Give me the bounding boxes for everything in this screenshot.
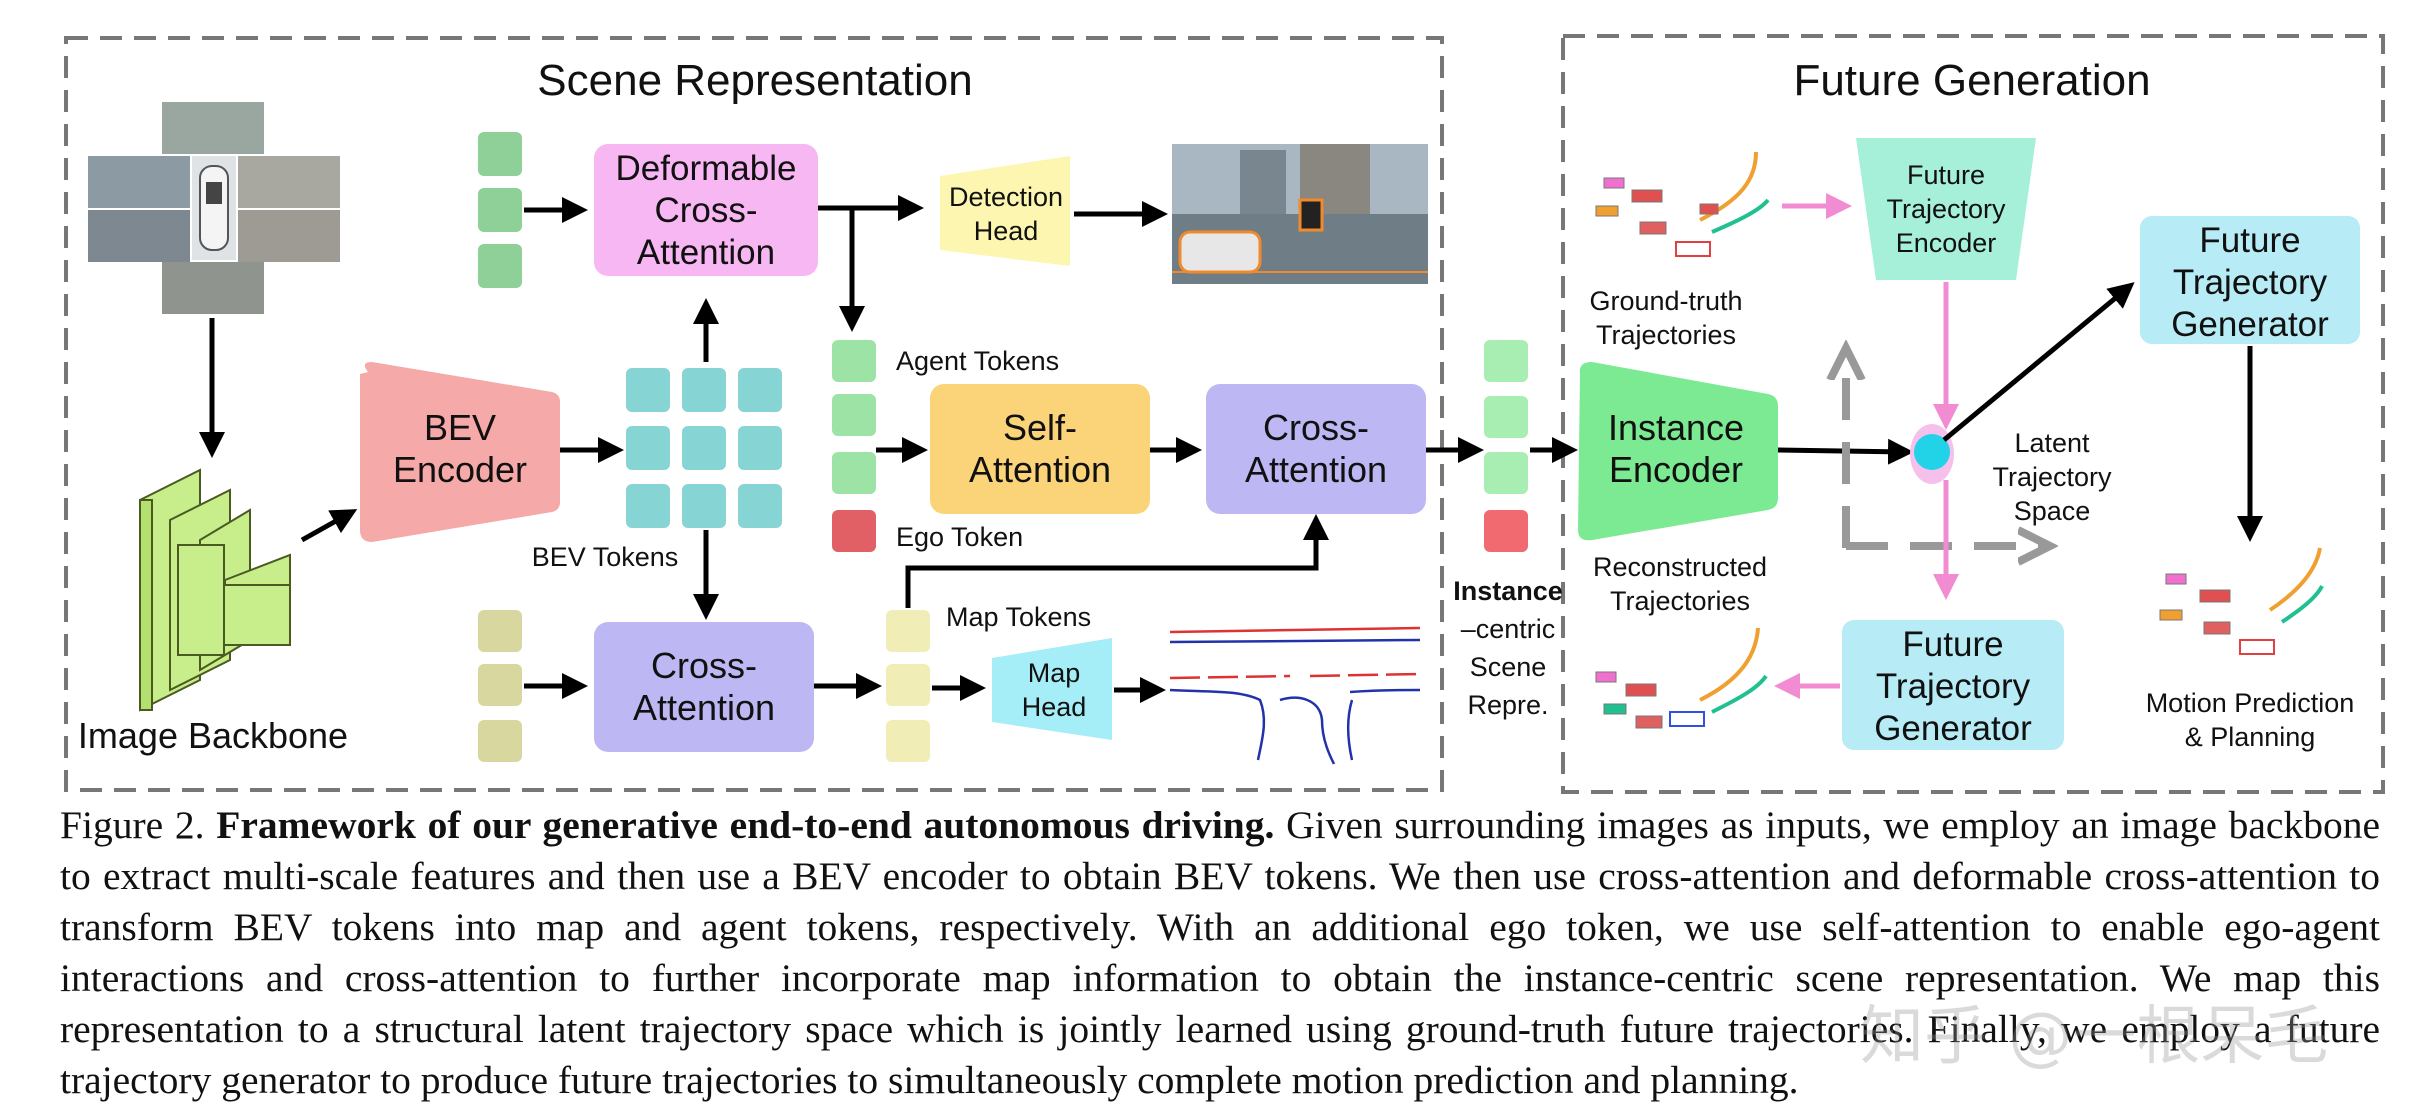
scene-panel-title: Scene Representation	[537, 56, 972, 105]
future-generation-panel	[1561, 34, 2385, 794]
map-query-tokens	[478, 610, 522, 762]
caption-prefix: Figure 2.	[60, 803, 217, 847]
agent-tokens-label: Agent Tokens	[896, 346, 1059, 376]
future-trajectory-generator-bottom-block	[1842, 620, 2064, 750]
cross-attention-map-block	[594, 622, 814, 752]
image-backbone-label: Image Backbone	[78, 715, 348, 756]
future-panel-title: Future Generation	[1793, 56, 2150, 105]
detection-head-block	[940, 156, 1070, 266]
map-output-image	[1169, 626, 1421, 765]
agent-tokens	[832, 340, 876, 494]
ground-truth-trajectories-image	[1595, 151, 1770, 257]
cross-attention-map-label: Cross-Attention	[633, 645, 775, 728]
latent-point	[1914, 434, 1950, 470]
future-trajectory-encoder-block	[1856, 138, 2036, 280]
bev-encoder-block	[360, 362, 560, 542]
deformable-cross-attention-block	[594, 144, 818, 276]
surround-camera-images	[88, 102, 340, 314]
agent-query-tokens	[478, 132, 522, 288]
caption-bold: Framework of our generative end-to-end a…	[216, 803, 1275, 847]
reconstructed-trajectories-image	[1595, 627, 1768, 729]
caption-text: Given surrounding images as inputs, we e…	[60, 803, 2380, 1102]
detection-output-image	[1172, 144, 1428, 284]
instance-encoder-block	[1578, 362, 1778, 541]
bev-tokens-label: BEV Tokens	[532, 542, 679, 572]
map-tokens	[886, 610, 930, 762]
future-trajectory-generator-right-block	[2140, 216, 2360, 344]
figure-caption: Figure 2. Framework of our generative en…	[60, 800, 2380, 1106]
ego-token	[832, 510, 876, 552]
map-head-block	[992, 638, 1112, 740]
cross-attention-agent-label: Cross-Attention	[1245, 407, 1387, 490]
motion-prediction-label: Motion Prediction& Planning	[2146, 688, 2355, 752]
bev-tokens-grid	[626, 368, 782, 528]
instance-ego-token	[1484, 510, 1528, 552]
self-attention-block	[930, 384, 1150, 514]
self-attention-label: Self-Attention	[969, 407, 1111, 490]
instance-tokens	[1484, 340, 1528, 494]
map-tokens-label: Map Tokens	[946, 602, 1091, 632]
image-backbone-block	[139, 468, 291, 712]
ego-token-label: Ego Token	[896, 522, 1023, 552]
cross-attention-agent-block	[1206, 384, 1426, 514]
scene-representation-panel	[64, 36, 1444, 792]
motion-prediction-image	[2159, 547, 2324, 655]
